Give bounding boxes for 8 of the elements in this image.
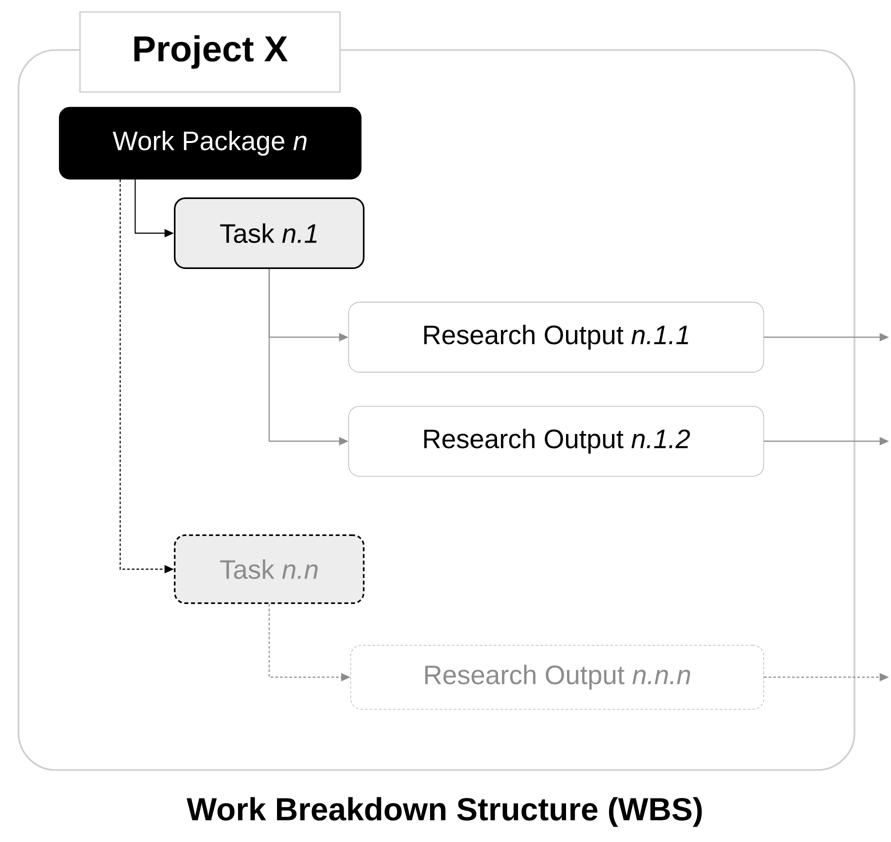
output-box: Research Output n.1.1: [348, 302, 764, 372]
caption: Work Breakdown Structure (WBS): [186, 797, 702, 827]
heading-box: Project X: [79, 11, 341, 93]
task-box: Task n.1: [174, 197, 364, 269]
task-box: Task n.n: [174, 534, 364, 604]
output-box: Research Output n.n.n: [350, 644, 764, 710]
output-box: Research Output n.1.2: [348, 406, 764, 476]
work-package-box: Work Package n: [58, 106, 362, 180]
